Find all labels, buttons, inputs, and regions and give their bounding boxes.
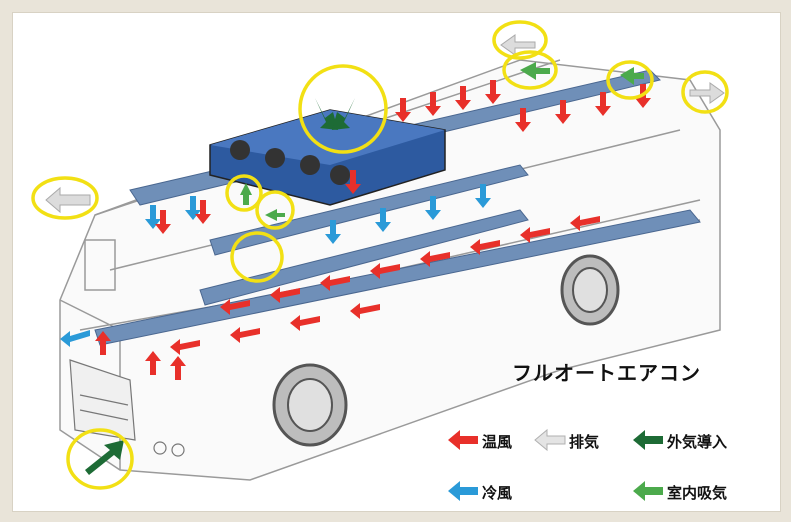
outside-air-arrows [85, 98, 355, 475]
bus-front [69, 359, 185, 457]
legend-label-cool-air: 冷風 [482, 484, 513, 502]
legend-swatch-warm-air [448, 430, 478, 450]
exhaust-arrows [45, 34, 725, 214]
legend-swatch-exhaust [534, 428, 566, 452]
legend-label-warm-air: 温風 [482, 433, 513, 451]
legend-label-outside-air: 外気導入 [667, 433, 728, 451]
legend-swatch-outside-air [633, 430, 663, 450]
warm-air-arrows [95, 80, 651, 380]
legend-swatch-indoor-intake [633, 481, 663, 501]
legend-swatch-cool-air [448, 481, 478, 501]
roof-ac-unit [209, 109, 446, 206]
cool-air-arrows [60, 184, 491, 347]
air-ducts [94, 69, 701, 346]
highlight-circles [31, 20, 729, 490]
diagram-title: フルオートエアコン [512, 361, 701, 385]
wheel-front [272, 363, 348, 447]
legend-label-indoor-intake: 室内吸気 [667, 484, 728, 502]
wheel-rear [560, 254, 620, 326]
indoor-intake-arrows [240, 62, 644, 221]
legend-label-exhaust: 排気 [569, 433, 600, 451]
legend-swatches [448, 428, 663, 501]
